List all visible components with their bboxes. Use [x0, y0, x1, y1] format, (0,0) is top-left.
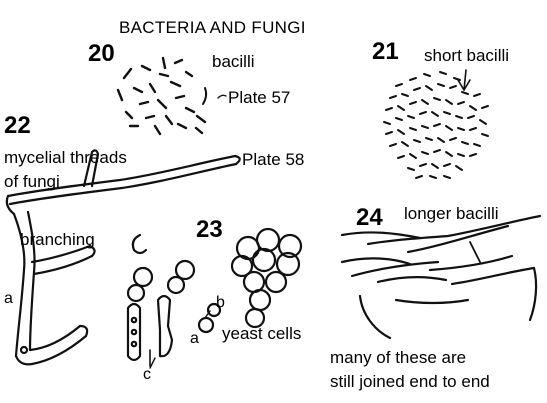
label-b-yeast: b: [216, 294, 225, 312]
short-bacilli-label: short bacilli: [424, 46, 509, 66]
caption-line-2: still joined end to end: [330, 372, 490, 392]
yeast-cells-illustration: [128, 229, 301, 366]
figure-21-number: 21: [372, 38, 399, 66]
yeast-cells-label: yeast cells: [222, 324, 301, 344]
branching-label: branching: [20, 230, 95, 250]
figure-22-number: 22: [4, 112, 31, 140]
of-fungi-label: of fungi: [4, 172, 60, 192]
plate-57-label: Plate 57: [228, 88, 290, 108]
short-bacilli-colony: [384, 70, 488, 178]
figure-20-number: 20: [88, 40, 115, 68]
label-a-yeast: a: [190, 330, 199, 348]
bacilli-illustration: [118, 58, 206, 134]
label-c-yeast: c: [143, 366, 151, 384]
plate-58-label: Plate 58: [242, 150, 304, 170]
mycelial-threads-label: mycelial threads: [4, 148, 127, 168]
diagram-title: BACTERIA AND FUNGI: [119, 18, 306, 38]
figure-24-number: 24: [356, 204, 383, 232]
figure-23-number: 23: [196, 216, 223, 244]
bacilli-label: bacilli: [212, 52, 255, 72]
longer-bacilli-label: longer bacilli: [404, 204, 499, 224]
caption-line-1: many of these are: [330, 348, 466, 368]
longer-bacilli-illustration: [342, 216, 540, 338]
label-a-mycelium: a: [4, 290, 13, 308]
